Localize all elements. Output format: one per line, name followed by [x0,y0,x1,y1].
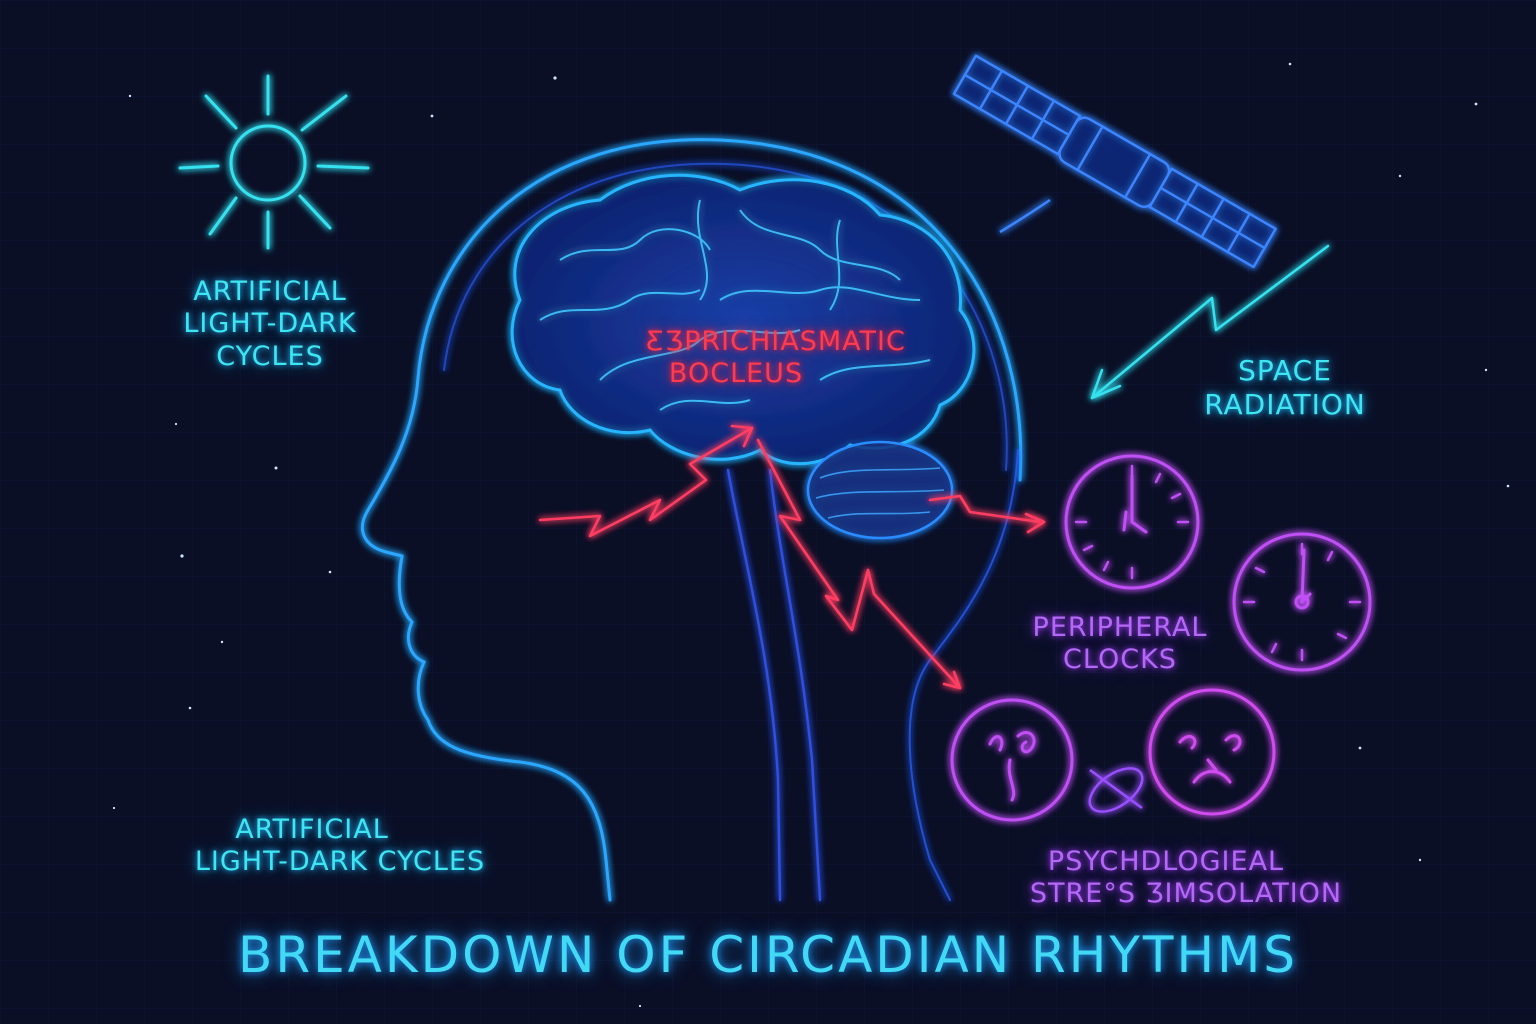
label-line: ƸƷPRICHIASMATIC [646,326,906,357]
label-line: BOCLEUS [668,358,804,390]
label-line: CYCLES [216,340,324,372]
brain-icon [510,173,976,540]
peripheral-clocks-label: PERIPHERAL CLOCKS [1000,612,1240,677]
artificial-light-label-top: ARTIFICIAL LIGHT-DARK CYCLES [140,276,400,373]
diagram-title: BREAKDOWN OF CIRCADIAN RHYTHMS [238,926,1298,984]
clock-icon [1064,454,1200,590]
label-line: ARTIFICIAL [193,276,347,307]
label-line: SPACE [1238,354,1332,387]
space-radiation-label: SPACE RADIATION [1170,354,1400,421]
scn-label: ƸƷPRICHIASMATIC BOCLEUS [596,326,956,391]
label-line: RADIATION [1204,387,1366,421]
label-line: PERIPHERAL [1032,612,1208,643]
label-line: STRE°S ƷIMSOLATION [1029,878,1343,910]
clock-icon [1232,532,1372,672]
label-line: LIGHT-DARK CYCLES [194,846,486,878]
head-outline-icon [360,138,1023,902]
lightning-arrow-icon [1090,244,1330,400]
label-line: PSYCHDLOGIEAL [1047,846,1285,877]
artificial-light-label-bottom: ARTIFICIAL LIGHT-DARK CYCLES [150,814,530,879]
label-line: LIGHT-DARK [183,308,357,340]
sun-icon [178,74,370,250]
satellite-icon [952,54,1277,269]
label-line: ARTIFICIAL [235,814,389,845]
star-field [112,62,1510,1008]
label-line: CLOCKS [1063,644,1177,676]
stressed-face-icon [950,698,1074,822]
sad-face-icon [1148,688,1276,816]
stress-isolation-link [1088,767,1144,813]
signal-path [538,424,1046,690]
psychological-stress-label: PSYCHDLOGIEAL STRE°S ƷIMSOLATION [986,846,1386,911]
